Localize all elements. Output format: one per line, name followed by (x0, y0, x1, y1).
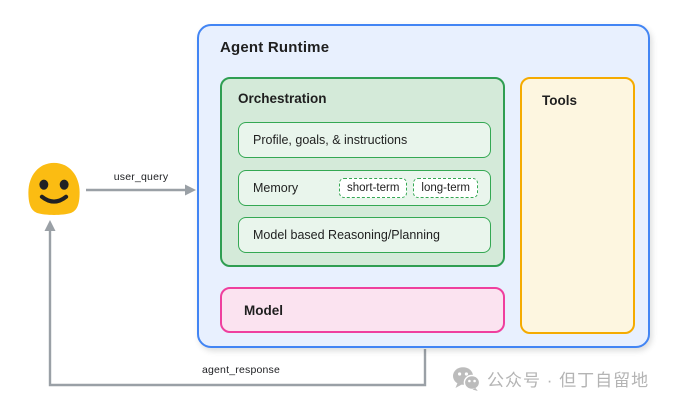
agent-runtime-title: Agent Runtime (220, 39, 330, 56)
user-blob-emoji-icon (28, 162, 80, 215)
model-box: Model (220, 287, 505, 333)
orchestration-item-memory: Memory short-term long-term (238, 170, 491, 206)
memory-chip-long-term: long-term (413, 178, 478, 198)
orchestration-box: Orchestration Profile, goals, & instruct… (220, 77, 505, 267)
watermark: 公众号 · 但丁自留地 (452, 366, 649, 391)
tools-box: Tools (520, 77, 635, 334)
agent-runtime-box: Agent Runtime Orchestration Profile, goa… (197, 24, 650, 348)
orchestration-item-label: Memory (253, 181, 299, 195)
memory-chip-short-term: short-term (339, 178, 408, 198)
orchestration-item-reasoning: Model based Reasoning/Planning (238, 217, 491, 253)
orchestration-item-profile: Profile, goals, & instructions (238, 122, 491, 158)
user-query-label: user_query (113, 171, 169, 183)
orchestration-item-label: Profile, goals, & instructions (253, 133, 408, 147)
watermark-text: 公众号 · 但丁自留地 (487, 371, 650, 390)
model-title: Model (244, 302, 283, 318)
agent-response-label: agent_response (201, 364, 281, 376)
wechat-icon (453, 367, 480, 391)
tools-title: Tools (542, 93, 577, 108)
orchestration-item-label: Model based Reasoning/Planning (253, 228, 440, 242)
orchestration-title: Orchestration (238, 91, 327, 106)
user-query-arrow (86, 184, 196, 196)
